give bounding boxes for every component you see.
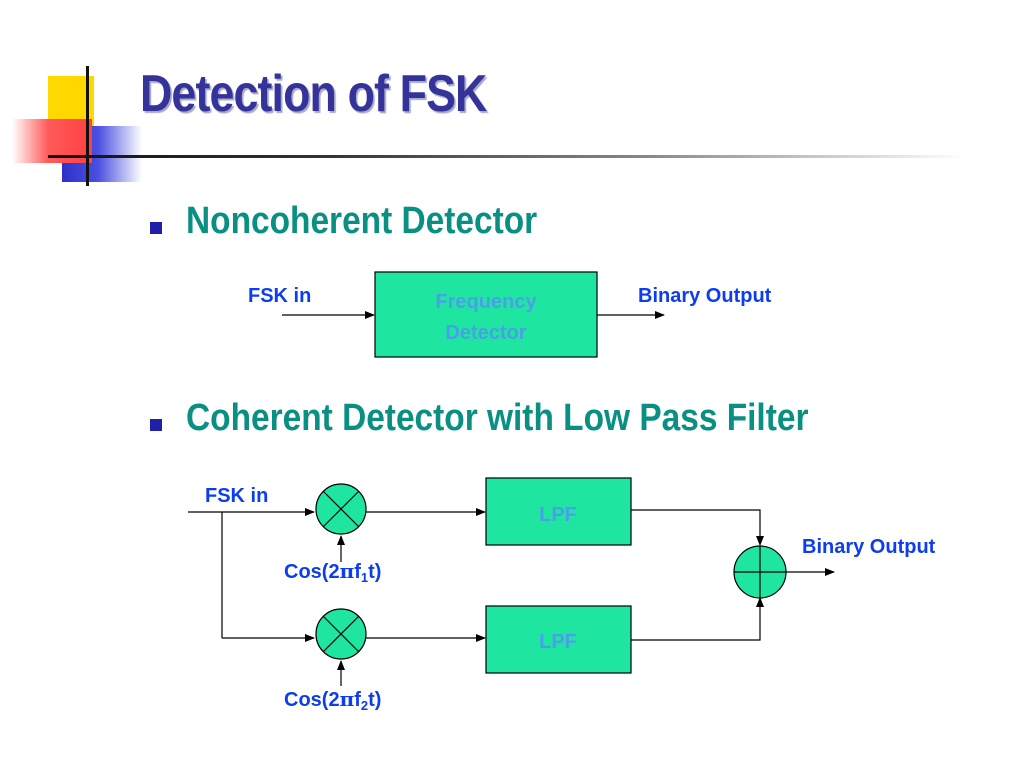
lpf-bottom-block xyxy=(485,605,632,674)
bullet-square-icon xyxy=(150,419,162,431)
summer-plus-icon xyxy=(733,545,787,599)
frequency-detector-label-line1: Frequency xyxy=(435,291,537,313)
frequency-detector-block xyxy=(374,271,598,358)
coherent-output-label: Binary Output xyxy=(802,536,936,558)
lpf-to-summer-top xyxy=(631,509,764,546)
decor-vertical-line xyxy=(86,66,89,186)
lpf-top-label: LPF xyxy=(539,504,577,526)
frequency-detector-label-line2: Detector xyxy=(445,322,526,344)
oscillator-bottom-label: Cos(2πf2t) xyxy=(284,687,381,713)
coherent-diagram: FSK in Cos(2πf1t) Cos(2πf2t) LPF LPF xyxy=(188,477,936,713)
noncoherent-output-label: Binary Output xyxy=(638,285,772,307)
section-heading-coherent: Coherent Detector with Low Pass Filter xyxy=(186,397,809,439)
slide-title: Detection of FSK xyxy=(140,65,487,123)
noncoherent-diagram: FSK in Frequency Detector Binary Output xyxy=(248,271,772,358)
multiplier-bottom-icon xyxy=(315,608,367,660)
section-heading-noncoherent: Noncoherent Detector xyxy=(186,200,538,242)
oscillator-top-label: Cos(2πf1t) xyxy=(284,559,381,585)
coherent-input-label: FSK in xyxy=(205,485,268,507)
lpf-to-summer-bottom xyxy=(631,597,764,641)
title-underline xyxy=(48,155,968,158)
bullet-square-icon xyxy=(150,222,162,234)
multiplier-top-icon xyxy=(315,483,367,535)
lpf-top-block xyxy=(485,477,632,546)
noncoherent-input-label: FSK in xyxy=(248,285,311,307)
lpf-bottom-label: LPF xyxy=(539,631,577,653)
